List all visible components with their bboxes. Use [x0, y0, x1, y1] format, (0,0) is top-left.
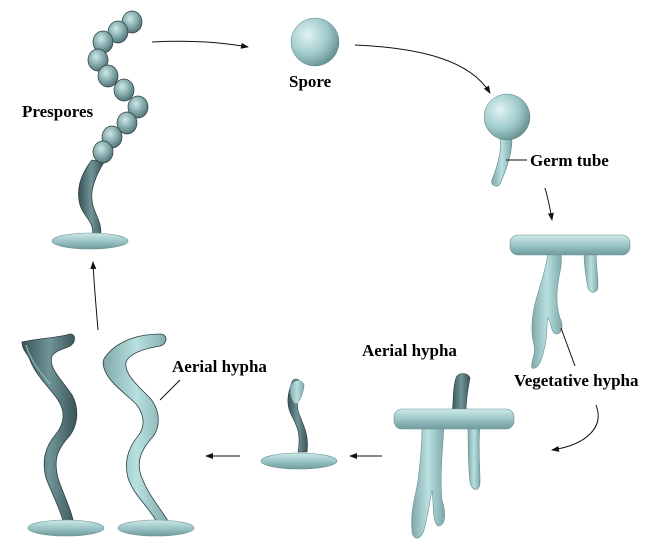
small-aerial-substrate-plate	[261, 453, 337, 469]
arrow-vegetative-to-aerial	[552, 405, 598, 450]
prespore-substrate-plate	[52, 233, 128, 249]
arrow-mature-to-prespores	[93, 262, 98, 330]
mature-aerial-hypha-light	[103, 334, 170, 524]
prespores-label: Prespores	[22, 102, 94, 121]
substrate-hypha-branch	[468, 426, 480, 490]
arrow-spore-to-germ-tube	[355, 45, 490, 93]
small-aerial-stage: Aerial hypha	[160, 357, 337, 469]
prespore-chain-stage: Prespores	[22, 11, 148, 249]
germ-tube-label: Germ tube	[530, 151, 609, 170]
arrow-prespores-to-spore	[152, 41, 248, 47]
mature-aerial-light-plate	[118, 520, 194, 536]
prespore-stalk	[79, 160, 105, 238]
vegetative-hypha-branch	[584, 252, 598, 292]
vegetative-hypha-label: Vegetative hypha	[514, 371, 639, 390]
germinating-spore-stage: Germ tube	[484, 94, 609, 186]
mature-aerial-hypha-dark	[22, 334, 77, 524]
mature-aerial-stage	[22, 334, 194, 536]
aerial-hypha-label-right: Aerial hypha	[362, 341, 457, 360]
vegetative-mycelium-stage: Vegetative hypha	[510, 235, 639, 390]
arrow-germ-to-vegetative	[545, 188, 552, 220]
substrate-hypha-main	[412, 426, 445, 538]
prespore-beads	[88, 11, 148, 163]
vegetative-substrate-plate	[510, 235, 630, 255]
aerial-hypha-pointer-left	[160, 380, 180, 400]
vegetative-hypha-main	[532, 252, 562, 368]
spore-stage: Spore	[289, 18, 339, 91]
germ-tube	[492, 138, 512, 186]
aerial-hypha-label-left: Aerial hypha	[172, 357, 267, 376]
spore-label: Spore	[289, 72, 332, 91]
mature-aerial-dark-plate	[28, 520, 104, 536]
germinating-spore	[484, 94, 530, 140]
aerial-emergence-stage: Aerial hypha	[362, 341, 514, 538]
vegetative-hypha-pointer	[561, 328, 575, 366]
aerial-emergence-substrate-plate	[394, 409, 514, 429]
aerial-hypha-emerging	[452, 374, 470, 413]
spore	[291, 18, 339, 66]
